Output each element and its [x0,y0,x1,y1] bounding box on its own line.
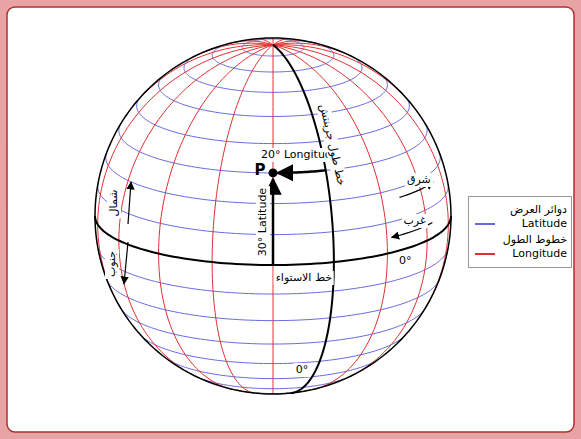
direction-label: شمال [107,188,121,219]
longitude-line [212,45,273,393]
legend-entry: خطوط الطول Longitude [473,233,567,261]
direction-label: شرق [405,173,433,187]
legend-text: خطوط الطول Longitude [497,233,567,261]
longitude-arrow [278,170,326,173]
latitude-label: 30° Latitude [256,186,270,258]
legend-line-sample [473,203,497,231]
longitude-line [98,45,273,312]
longitude-line [273,45,387,390]
latitude-arrow [272,179,275,265]
point-p [269,168,278,177]
longitude-line [273,45,423,120]
legend-text: دوائر العرض Latitude [497,203,567,231]
longitude-line [273,43,350,55]
legend-entry: دوائر العرض Latitude [473,203,567,231]
frame-panel [7,7,574,432]
longitude-line [273,45,448,312]
longitude-line [273,39,291,45]
point-label: P [253,161,268,179]
legend-line [475,223,495,225]
south-arrow [124,242,128,284]
legend-line-sample [473,233,497,261]
globe-outline [95,38,451,394]
globe-fill [95,38,451,394]
legend-box: دوائر العرض Latitudeخطوط الطول Longitude [468,196,572,268]
direction-label: جنوب [105,249,119,279]
degree-label: 0° [294,363,311,377]
legend-line [475,253,495,255]
longitude-line [273,45,274,394]
longitude-line [273,38,274,45]
direction-label: غرب [402,214,428,228]
longitude-line [159,45,273,390]
prime-meridian [273,45,334,393]
degree-label: 0° [397,254,414,268]
north-arrow [128,182,131,224]
equator-label: خط الاستواء [274,271,335,285]
